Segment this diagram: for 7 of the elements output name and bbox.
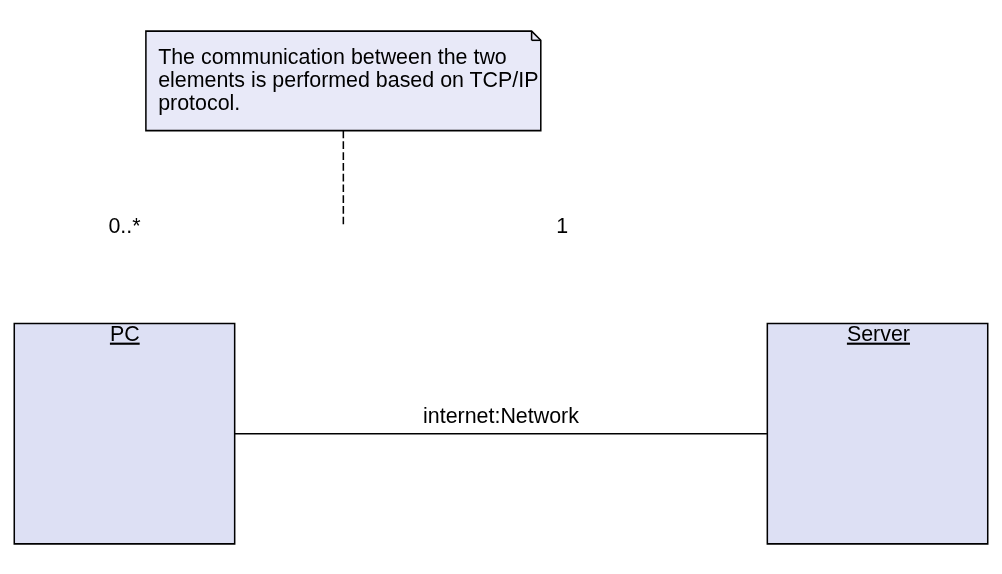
node-box: Server [766, 322, 989, 545]
label: 1 [556, 213, 569, 238]
edge-label: internet:Network [423, 403, 579, 428]
label: 0..* [108, 213, 141, 238]
connector [342, 129, 345, 226]
node-box: PC [13, 322, 236, 545]
connector [234, 432, 768, 434]
